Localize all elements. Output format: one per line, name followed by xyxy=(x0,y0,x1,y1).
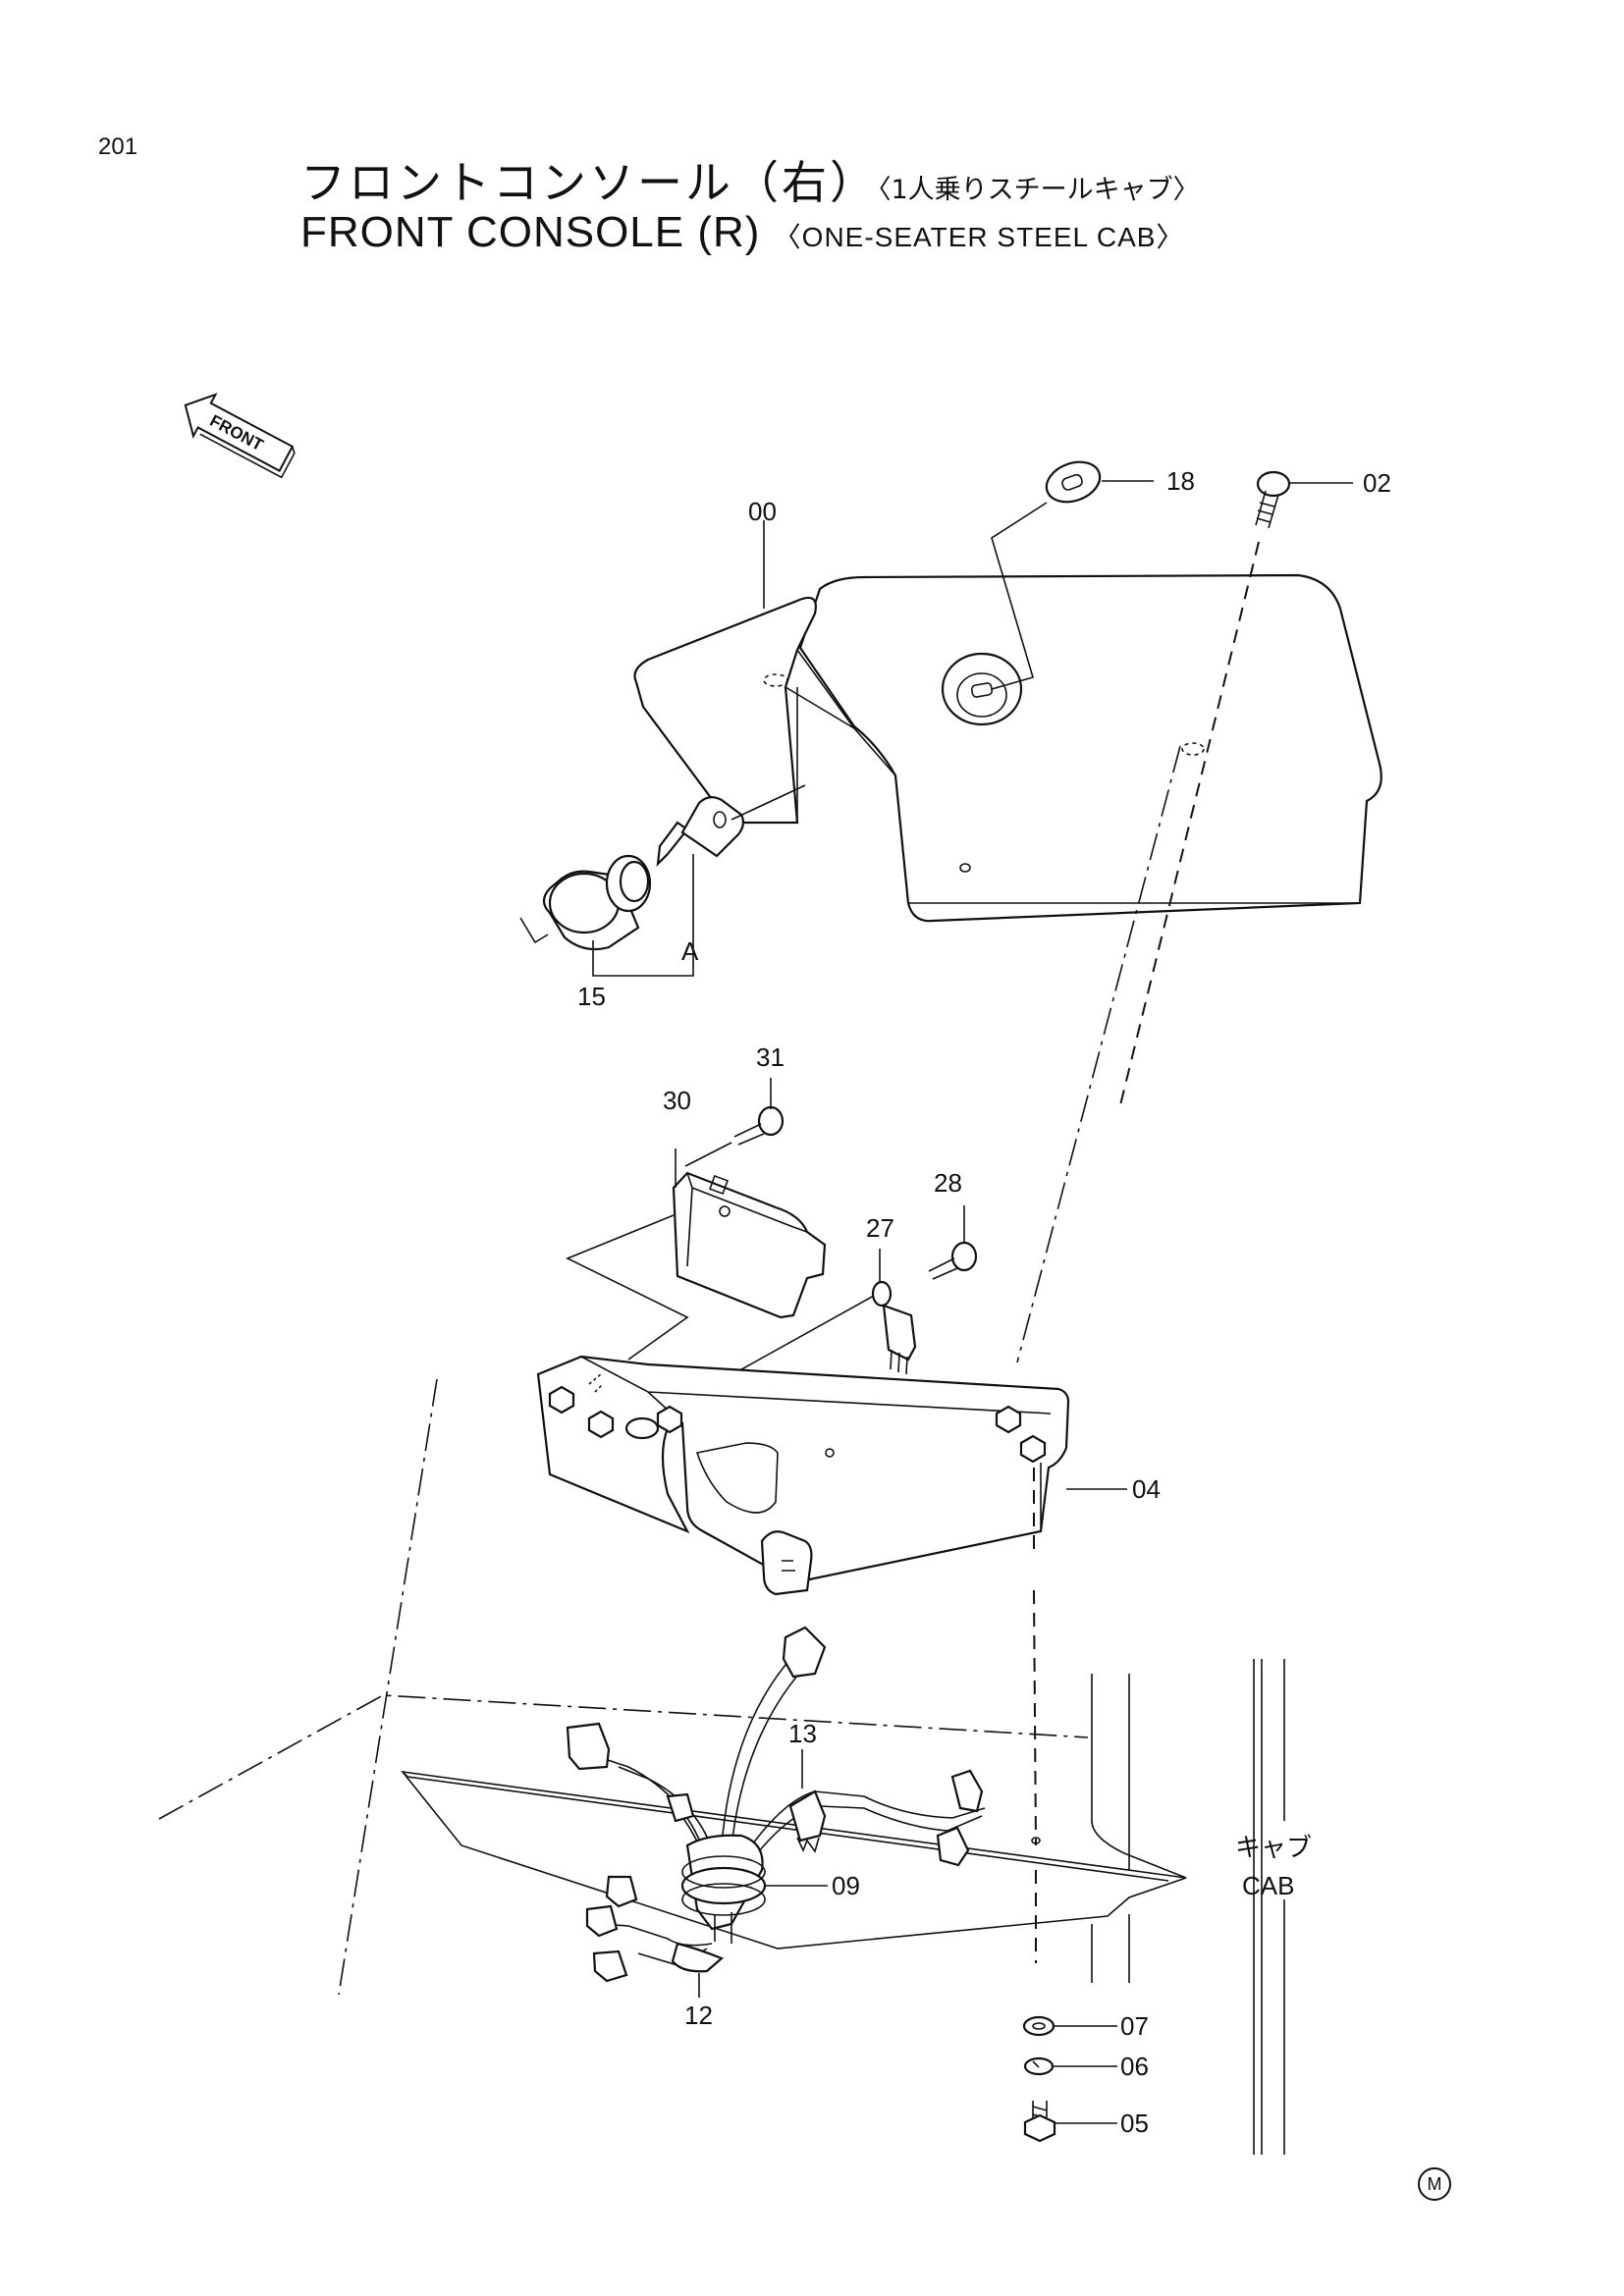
callout-00: 00 xyxy=(748,497,777,526)
callout-18: 18 xyxy=(1166,466,1195,496)
callout-13: 13 xyxy=(788,1719,817,1748)
bracket-04 xyxy=(536,1355,1070,1596)
console-cover-00 xyxy=(633,573,1382,923)
screw-31 xyxy=(733,1105,785,1146)
wire-harness-12 xyxy=(566,1626,986,1983)
lock-washer-06 xyxy=(1023,2056,1055,2076)
callout-04: 04 xyxy=(1132,1474,1161,1504)
callout-30: 30 xyxy=(663,1086,691,1115)
callout-12: 12 xyxy=(684,2001,713,2030)
title-english-main: FRONT CONSOLE (R) xyxy=(300,208,761,256)
title-japanese: フロントコンソール（右）〈1人乗りスチールキャブ〉 xyxy=(300,147,1200,212)
callout-15: 15 xyxy=(577,982,606,1011)
title-japanese-sub: 〈1人乗りスチールキャブ〉 xyxy=(878,175,1200,205)
callout-31: 31 xyxy=(756,1042,785,1072)
callout-28: 28 xyxy=(934,1168,962,1198)
page-number: 201 xyxy=(98,133,138,160)
callout-05: 05 xyxy=(1120,2109,1149,2138)
front-arrow-icon: FRONT xyxy=(184,393,296,479)
callout-09: 09 xyxy=(832,1871,860,1900)
washer-18 xyxy=(1045,460,1102,504)
callout-07: 07 xyxy=(1120,2011,1149,2041)
screw-28 xyxy=(928,1241,978,1280)
callout-A: A xyxy=(681,936,699,966)
cab-label-japanese: キャブ xyxy=(1235,1834,1312,1863)
corner-mark: M xyxy=(1418,2167,1451,2201)
bolt-05 xyxy=(1023,2101,1056,2143)
title-japanese-main: フロントコンソール（右） xyxy=(300,156,878,209)
nut-icon xyxy=(548,1385,1047,1464)
title-english-sub: 〈ONE-SEATER STEEL CAB〉 xyxy=(773,222,1185,252)
relay-30 xyxy=(672,1171,827,1319)
cab-floor-outline xyxy=(158,1378,1285,2155)
washer-07 xyxy=(1022,2015,1056,2037)
callout-02: 02 xyxy=(1363,468,1391,498)
callout-06: 06 xyxy=(1120,2052,1149,2081)
relay-27 xyxy=(871,1280,917,1375)
cab-label-english: CAB xyxy=(1242,1871,1294,1900)
key-switch-15 xyxy=(519,796,745,951)
title-english: FRONT CONSOLE (R) 〈ONE-SEATER STEEL CAB〉 xyxy=(300,208,1184,257)
screw-02 xyxy=(1255,470,1291,529)
callout-27: 27 xyxy=(866,1213,894,1243)
